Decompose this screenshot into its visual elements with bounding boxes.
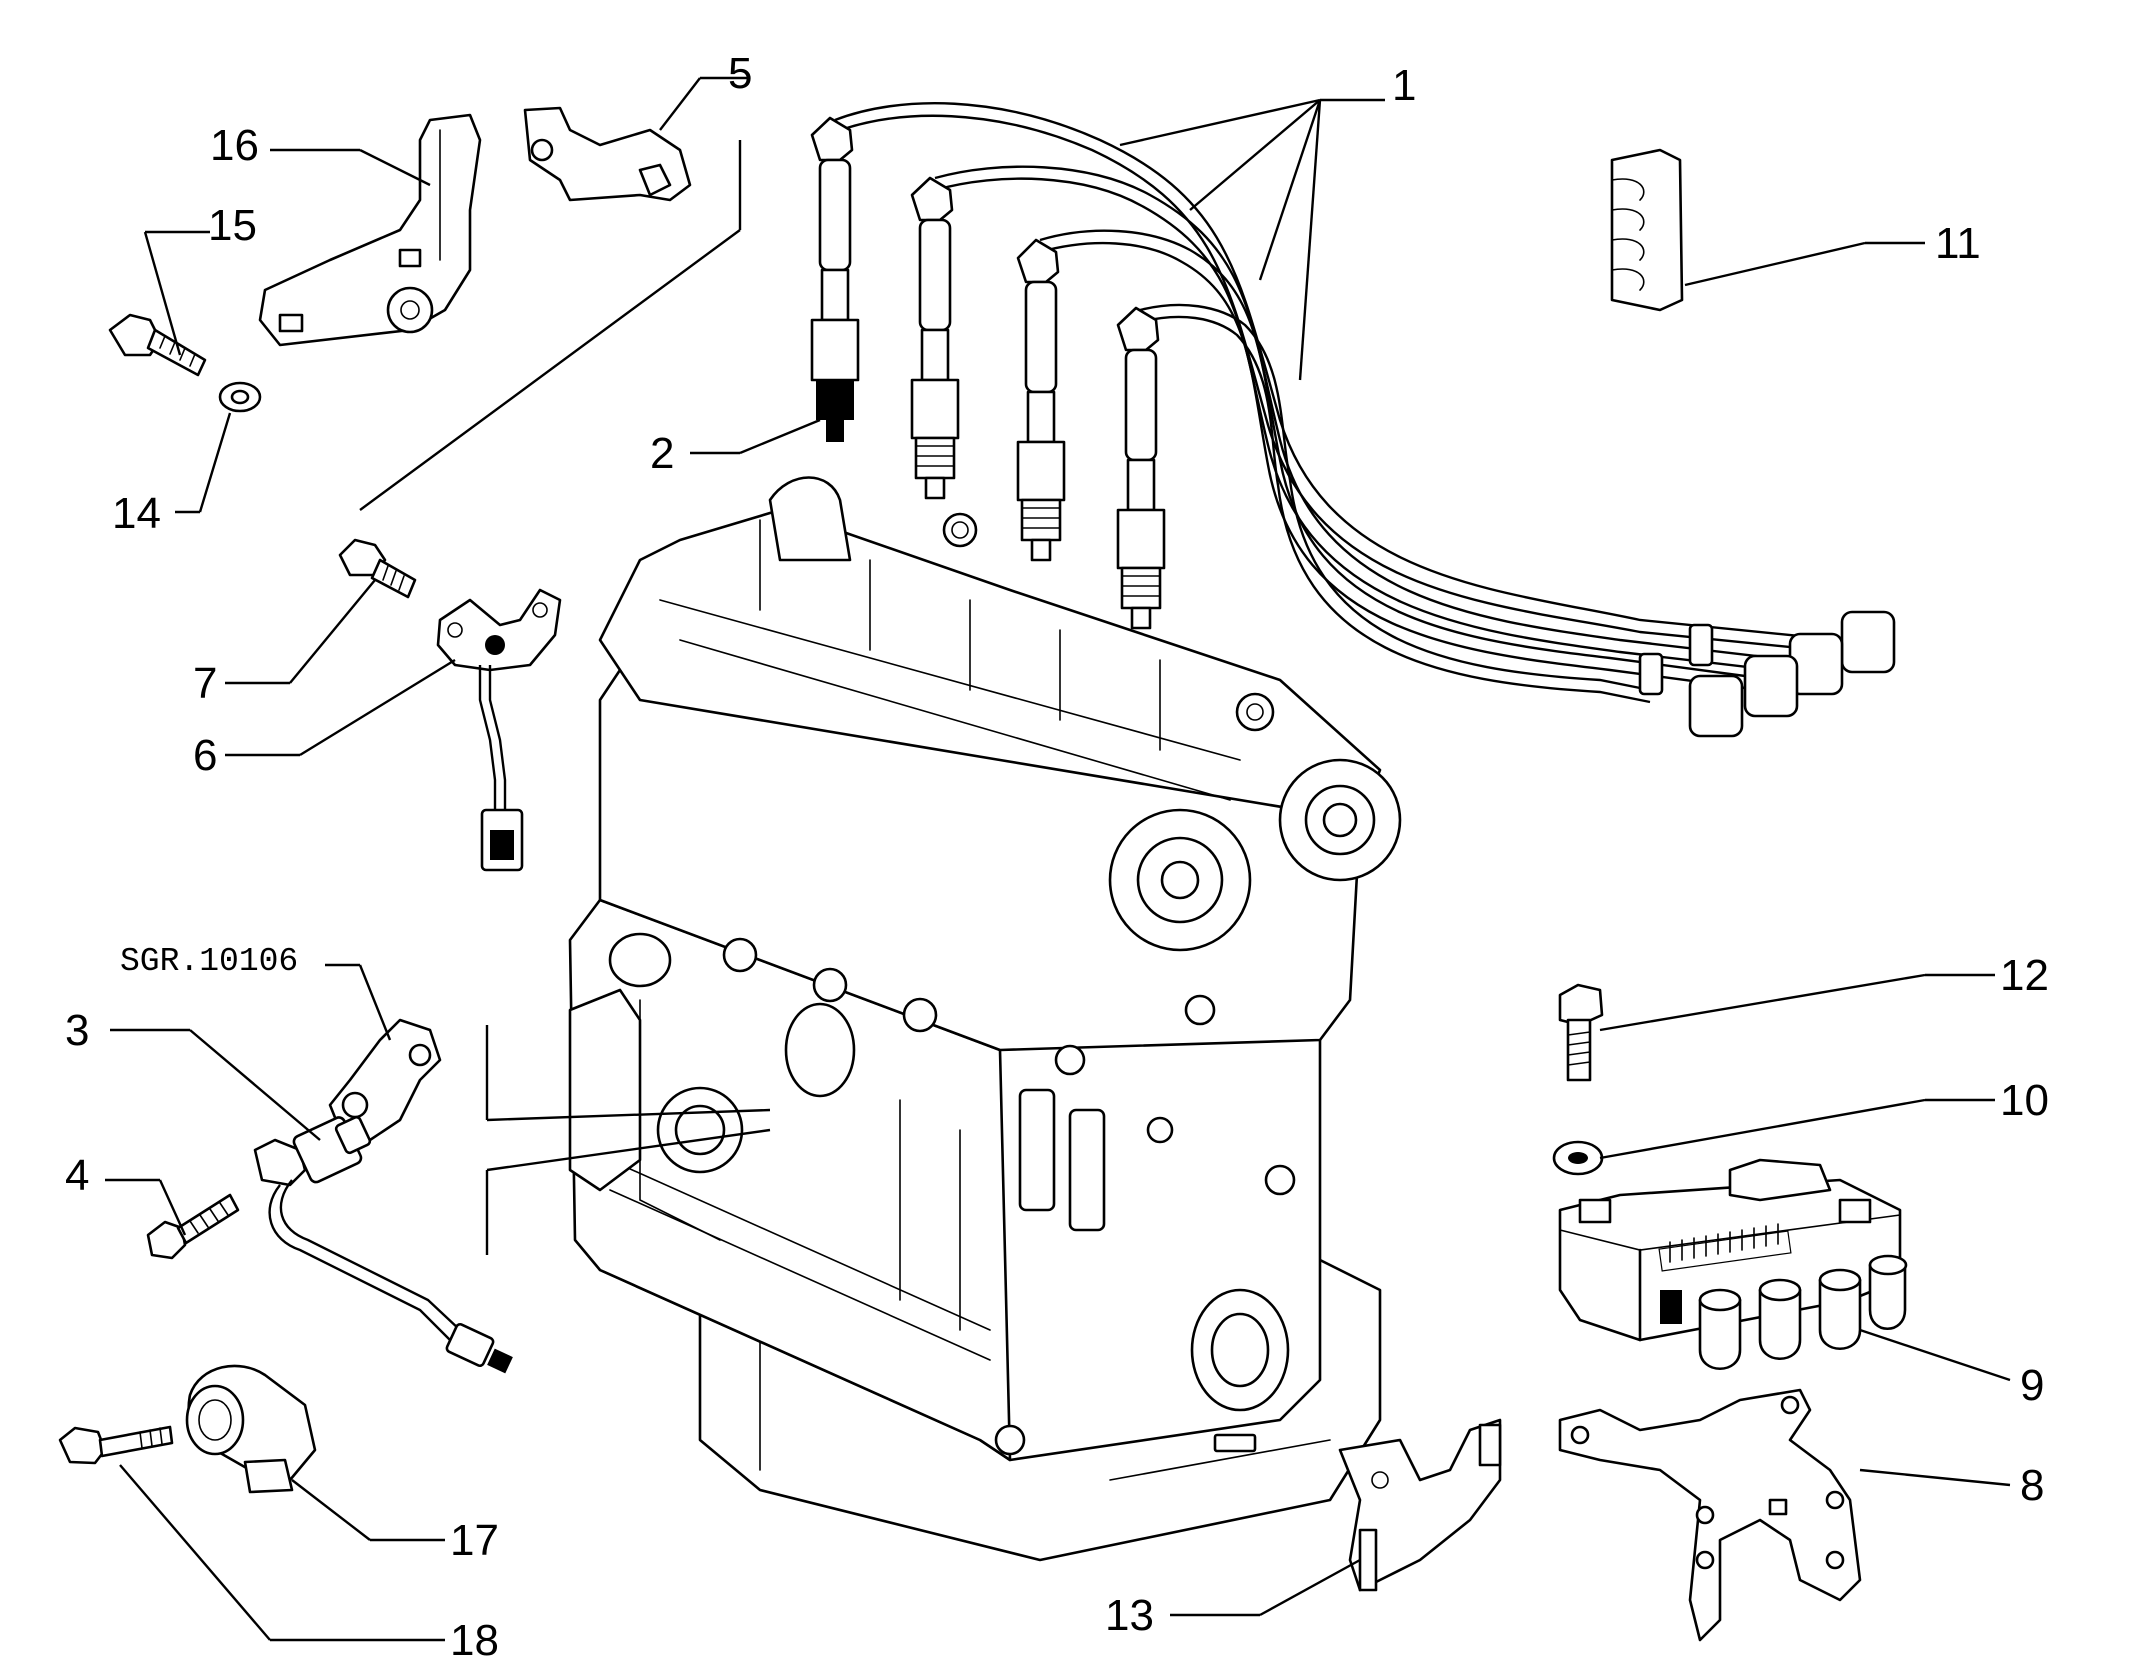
ignition-coil-9	[1558, 1158, 1908, 1371]
mounting-bracket-5	[523, 106, 692, 202]
reference-bracket	[485, 1025, 771, 1255]
knock-sensor-17	[185, 1364, 317, 1494]
bracket-13	[1338, 1418, 1502, 1592]
screw-4	[146, 1193, 240, 1260]
engine-block	[568, 476, 1402, 1562]
callout-6: 6	[193, 731, 217, 780]
spark-plugs	[810, 268, 1166, 630]
callout-12: 12	[2000, 951, 2049, 1000]
callout-8: 8	[2020, 1461, 2044, 1510]
callout-18: 18	[450, 1616, 499, 1658]
bolt-7	[338, 538, 417, 599]
callout-1: 1	[1392, 61, 1416, 110]
sensor-6	[436, 588, 562, 872]
bolt-18	[58, 1425, 174, 1465]
callout-15: 15	[208, 201, 257, 250]
callout-9: 9	[2020, 1361, 2044, 1410]
callout-4: 4	[65, 1151, 89, 1200]
washer-10	[1552, 1140, 1604, 1176]
callout-16: 16	[210, 121, 259, 170]
bolt-12	[1558, 983, 1604, 1082]
callout-10: 10	[2000, 1076, 2049, 1125]
callout-5: 5	[728, 49, 752, 98]
sensor-3	[253, 1115, 513, 1374]
callout-3: 3	[65, 1006, 89, 1055]
washer-14	[218, 381, 262, 413]
callout-17: 17	[450, 1516, 499, 1565]
callout-13: 13	[1105, 1591, 1154, 1640]
sensor-bracket	[258, 113, 482, 347]
callout-2: 2	[650, 429, 674, 478]
lead-separator-clip	[1610, 148, 1684, 312]
bolt-15	[108, 313, 207, 377]
sgr-bracket	[328, 1018, 442, 1142]
coil-bracket-8	[1558, 1388, 1862, 1642]
callout-7: 7	[193, 659, 217, 708]
reference-code: SGR.10106	[120, 943, 298, 980]
callout-labels: 1 2 3 4 5 6 7 8 9 10 11 12 13 14 15 16 1…	[65, 49, 2049, 1658]
callout-14: 14	[112, 489, 161, 538]
callout-11: 11	[1935, 219, 1981, 268]
ignition-leads	[810, 102, 1896, 738]
leader-lines	[105, 76, 2011, 1642]
